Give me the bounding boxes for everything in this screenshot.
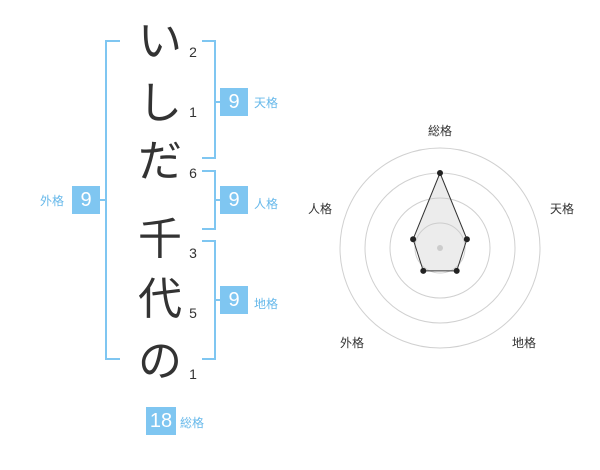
chikaku-value-box: 9 bbox=[220, 286, 248, 314]
jinkaku-tick bbox=[215, 199, 222, 201]
radar-point bbox=[463, 236, 470, 243]
chikaku-tick bbox=[215, 299, 222, 301]
radar-axis-label-soukaku: 総格 bbox=[428, 124, 453, 138]
radar-ring bbox=[414, 222, 466, 274]
radar-axis-label-gaikaku: 外格 bbox=[340, 336, 365, 350]
name-char-3: だ bbox=[138, 136, 182, 187]
tenkaku-tick bbox=[215, 101, 222, 103]
outer-bracket-tick bbox=[98, 199, 106, 201]
radar-chart bbox=[339, 147, 541, 349]
outer-bracket bbox=[105, 40, 120, 360]
radar-axis-label-chikaku: 地格 bbox=[512, 336, 537, 350]
stroke-count-5: 5 bbox=[189, 305, 197, 321]
name-char-5: 代 bbox=[138, 274, 182, 325]
stroke-count-4: 3 bbox=[189, 245, 197, 261]
gaikaku-value-box: 9 bbox=[72, 186, 100, 214]
radar-point bbox=[410, 236, 417, 243]
radar-point bbox=[437, 170, 443, 176]
radar-center-dot bbox=[437, 245, 443, 251]
radar-series-polygon bbox=[412, 171, 468, 272]
radar-ring bbox=[389, 197, 491, 299]
radar-axis-label-jinkaku: 人格 bbox=[308, 202, 333, 216]
jinkaku-label: 人格 bbox=[254, 197, 279, 211]
radar-ring bbox=[339, 147, 541, 349]
stroke-count-2: 1 bbox=[189, 104, 197, 120]
soukaku-label: 総格 bbox=[180, 416, 205, 430]
jinkaku-bracket bbox=[202, 170, 216, 230]
tenkaku-label: 天格 bbox=[254, 96, 279, 110]
chikaku-bracket bbox=[202, 240, 216, 360]
stroke-count-3: 6 bbox=[189, 165, 197, 181]
radar-point bbox=[420, 267, 427, 274]
name-char-2: し bbox=[138, 78, 182, 129]
chikaku-label: 地格 bbox=[254, 297, 279, 311]
tenkaku-value-box: 9 bbox=[220, 88, 248, 116]
stroke-count-1: 2 bbox=[189, 44, 197, 60]
name-char-4: 千 bbox=[138, 214, 182, 265]
name-char-6: の bbox=[138, 336, 182, 387]
name-char-1: い bbox=[138, 16, 182, 67]
tenkaku-bracket bbox=[202, 40, 216, 159]
stroke-count-6: 1 bbox=[189, 366, 197, 382]
radar-point bbox=[453, 267, 460, 274]
radar-axis-label-tenkaku: 天格 bbox=[550, 202, 575, 216]
jinkaku-value-box: 9 bbox=[220, 186, 248, 214]
gaikaku-label: 外格 bbox=[40, 194, 65, 208]
soukaku-value-box: 18 bbox=[146, 407, 176, 435]
